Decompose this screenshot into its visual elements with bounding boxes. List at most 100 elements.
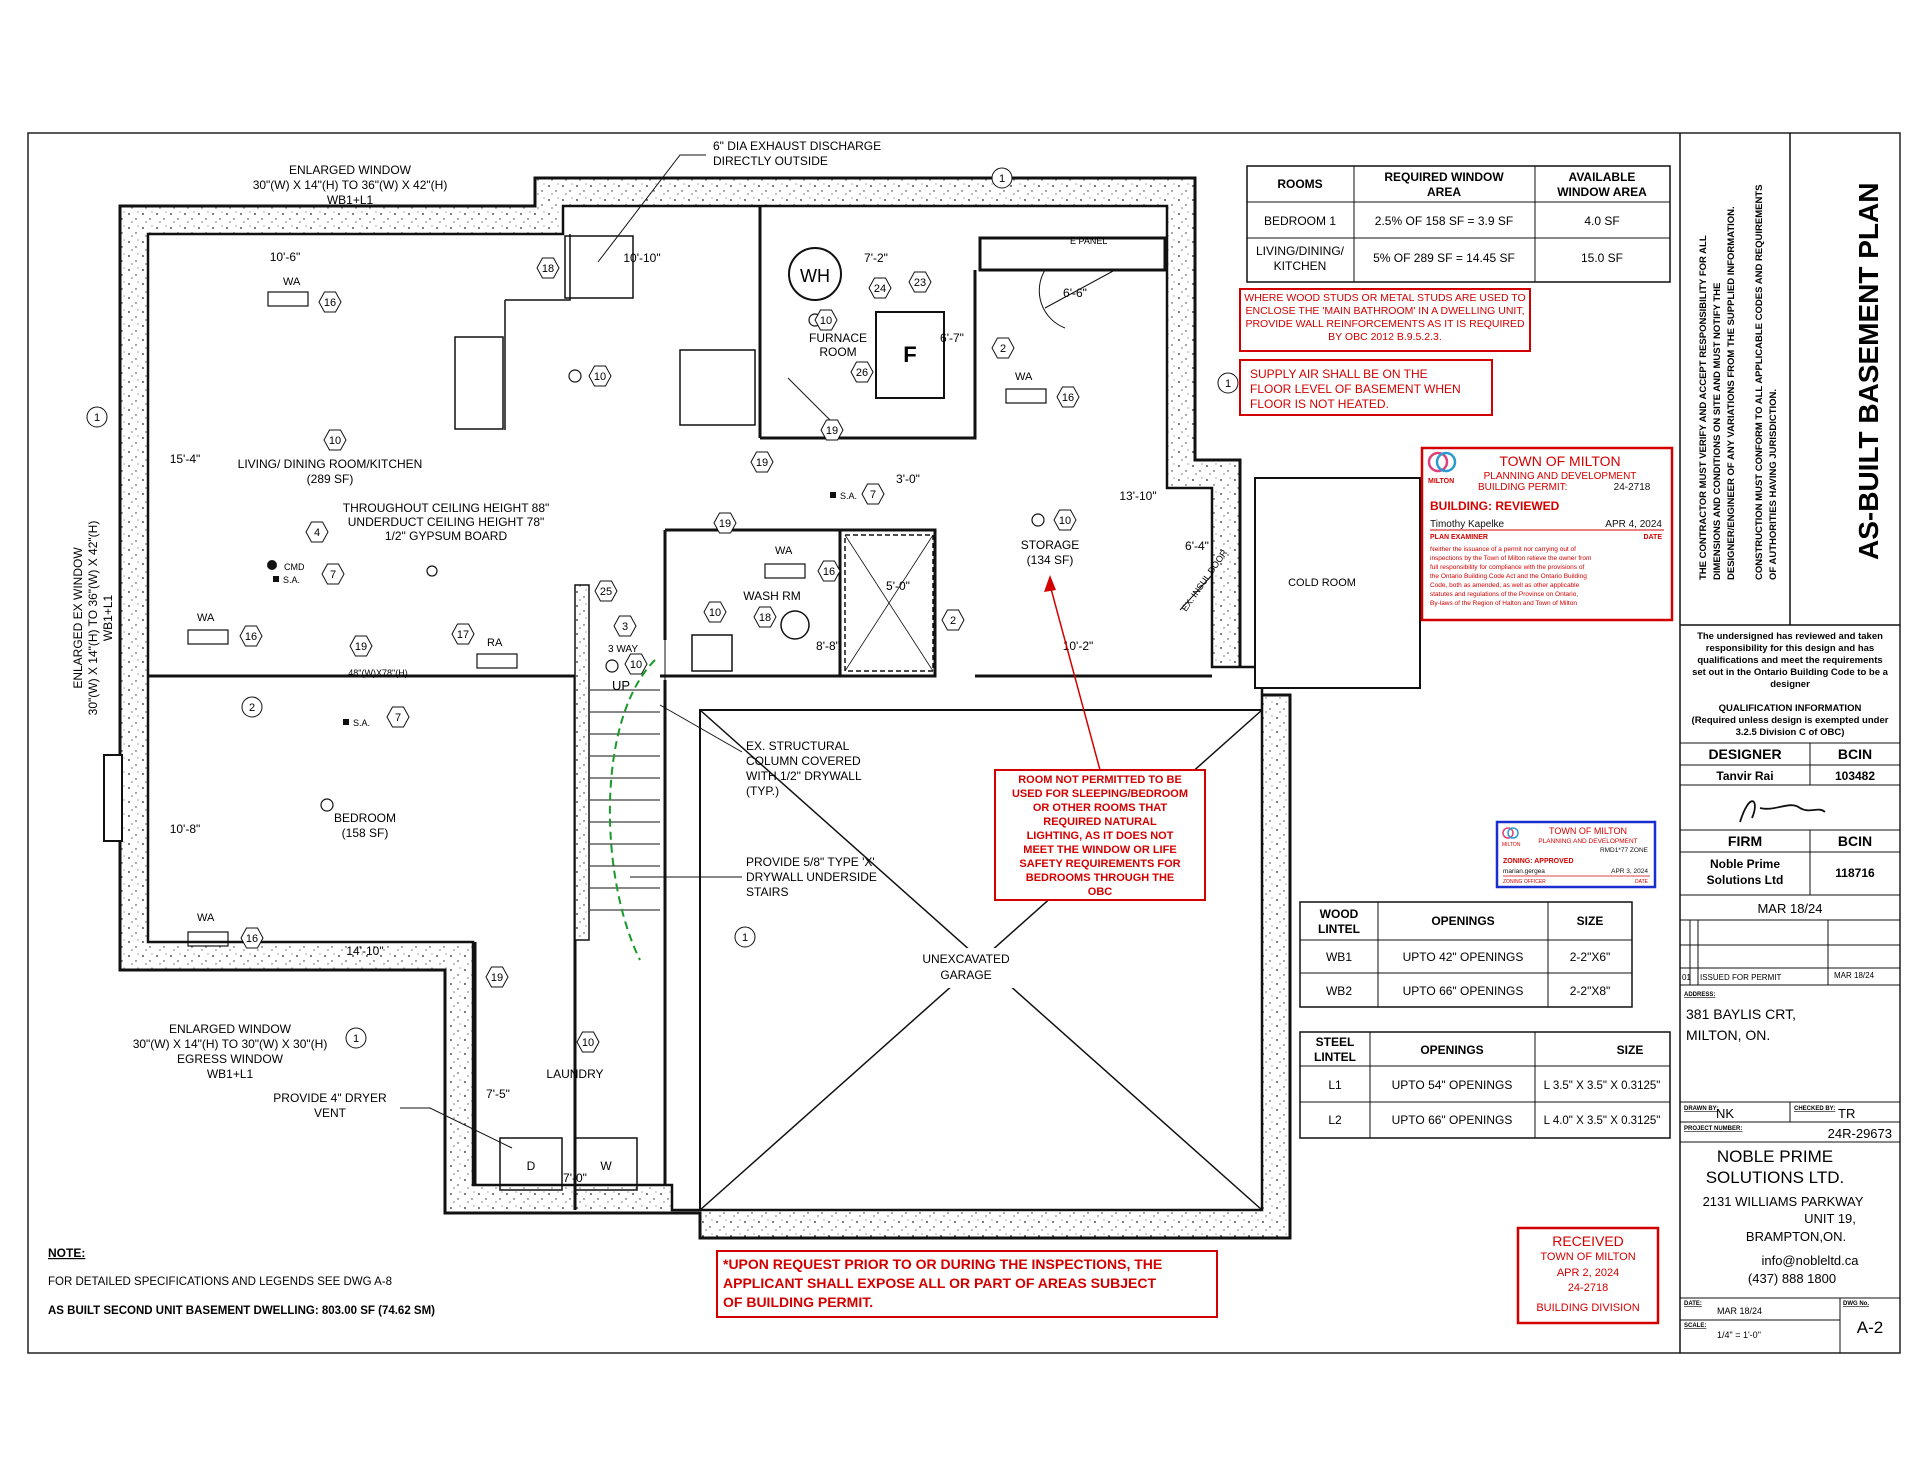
svg-text:MEET THE WINDOW OR LIFE: MEET THE WINDOW OR LIFE: [1023, 844, 1176, 856]
svg-text:8'-8": 8'-8": [816, 639, 840, 653]
svg-text:1: 1: [1225, 378, 1231, 390]
svg-text:THE CONTRACTOR MUST VERIFY AND: THE CONTRACTOR MUST VERIFY AND ACCEPT RE…: [1698, 235, 1709, 580]
svg-text:Timothy Kapelke: Timothy Kapelke: [1430, 519, 1505, 530]
three-way-label: 3 WAY: [608, 644, 638, 655]
svg-text:TOWN OF MILTON: TOWN OF MILTON: [1499, 453, 1620, 469]
svg-text:103482: 103482: [1835, 769, 1875, 783]
svg-text:ADDRESS:: ADDRESS:: [1684, 992, 1715, 998]
fridge: [679, 349, 756, 426]
svg-text:OF AUTHORITIES HAVING JURISDIC: OF AUTHORITIES HAVING JURISDICTION.: [1768, 389, 1779, 580]
svg-text:1: 1: [353, 1033, 359, 1045]
svg-text:19: 19: [826, 425, 838, 437]
garage-label-bg: [905, 948, 1025, 988]
water-heater-label: WH: [800, 266, 830, 286]
svg-text:4: 4: [314, 527, 320, 539]
column-leader: [659, 704, 743, 753]
svg-text:6'-6": 6'-6": [1063, 286, 1087, 300]
ceiling-note-1: THROUGHOUT CEILING HEIGHT 88": [343, 501, 550, 515]
designer-signature: [1739, 800, 1826, 823]
note-supply-air: SUPPLY AIR SHALL BE ON THE FLOOR LEVEL O…: [1239, 359, 1493, 416]
living-label-2: (289 SF): [307, 472, 354, 486]
storage-label-2: (134 SF): [1027, 553, 1074, 567]
stair-swing-arc: [608, 659, 656, 961]
svg-text:L 4.0" X 3.5" X 0.3125": L 4.0" X 3.5" X 0.3125": [1544, 1115, 1661, 1127]
dimensions: 10'-6" 10'-10" 7'-2" 6'-6" 6'-7" 15'-4" …: [170, 250, 1209, 1185]
stamp-building-permit: MILTON TOWN OF MILTON PLANNING AND DEVEL…: [1420, 446, 1674, 622]
svg-text:NK: NK: [1716, 1106, 1734, 1121]
bedroom-label-2: (158 SF): [342, 826, 389, 840]
svg-text:1: 1: [742, 932, 748, 944]
svg-text:marian.gergea: marian.gergea: [1503, 868, 1545, 875]
title-block: THE CONTRACTOR MUST VERIFY AND ACCEPT RE…: [1679, 133, 1900, 1353]
svg-text:STEEL: STEEL: [1316, 1035, 1355, 1049]
svg-text:24-2718: 24-2718: [1614, 482, 1651, 493]
svg-text:WA: WA: [775, 545, 793, 557]
window-area-table: ROOMS REQUIRED WINDOW AREA AVAILABLE WIN…: [1246, 165, 1671, 283]
svg-text:MILTON, ON.: MILTON, ON.: [1686, 1027, 1770, 1043]
svg-text:Tanvir Rai: Tanvir Rai: [1716, 769, 1773, 783]
svg-text:5% OF 289 SF = 14.45 SF: 5% OF 289 SF = 14.45 SF: [1373, 251, 1515, 265]
svg-text:BY OBC 2012 B.9.5.2.3.: BY OBC 2012 B.9.5.2.3.: [1328, 331, 1442, 343]
svg-text:24-2718: 24-2718: [1568, 1282, 1608, 1294]
svg-text:1: 1: [999, 173, 1005, 185]
svg-text:10'-8": 10'-8": [170, 822, 201, 836]
svg-text:WB1: WB1: [1326, 950, 1352, 964]
sa-symbols: S.A. S.A. S.A. CMD: [267, 491, 857, 728]
svg-text:MILTON: MILTON: [1502, 842, 1521, 848]
svg-text:LIGHTING, AS IT DOES NOT: LIGHTING, AS IT DOES NOT: [1027, 830, 1174, 842]
exhaust-note-2: DIRECTLY OUTSIDE: [713, 154, 828, 168]
svg-text:16: 16: [823, 566, 835, 578]
svg-text:4.0 SF: 4.0 SF: [1584, 214, 1619, 228]
svg-text:WB2: WB2: [1326, 984, 1352, 998]
svg-text:BEDROOM 1: BEDROOM 1: [1264, 214, 1336, 228]
svg-text:10: 10: [630, 659, 642, 671]
svg-text:ISSUED FOR PERMIT: ISSUED FOR PERMIT: [1700, 973, 1781, 982]
svg-text:AREA: AREA: [1427, 185, 1461, 199]
svg-text:10'-6": 10'-6": [270, 250, 301, 264]
svg-text:16: 16: [245, 631, 257, 643]
svg-text:2: 2: [1000, 343, 1006, 355]
svg-text:26: 26: [856, 367, 868, 379]
dryer: [499, 1137, 563, 1191]
svg-text:WINDOW AREA: WINDOW AREA: [1557, 185, 1647, 199]
column-note-2: COLUMN COVERED: [746, 754, 861, 768]
svg-text:DWG No.: DWG No.: [1843, 1301, 1869, 1307]
svg-text:BUILDING PERMIT:: BUILDING PERMIT:: [1478, 482, 1567, 493]
ceiling-note-3: 1/2" GYPSUM BOARD: [385, 529, 508, 543]
stair-stringer: [574, 584, 590, 941]
svg-text:(Required unless design is exe: (Required unless design is exempted unde…: [1692, 715, 1889, 726]
svg-text:USED FOR SLEEPING/BEDROOM: USED FOR SLEEPING/BEDROOM: [1012, 788, 1188, 800]
stamp-zoning: MILTON TOWN OF MILTON PLANNING AND DEVEL…: [1495, 820, 1657, 889]
svg-text:16: 16: [324, 297, 336, 309]
svg-text:APR 2, 2024: APR 2, 2024: [1557, 1267, 1619, 1279]
svg-text:6'-4": 6'-4": [1185, 539, 1209, 553]
general-notes: NOTE: FOR DETAILED SPECIFICATIONS AND LE…: [48, 1246, 435, 1317]
svg-text:The undersigned has reviewed a: The undersigned has reviewed and taken: [1697, 631, 1883, 642]
svg-text:S.A.: S.A.: [353, 718, 370, 728]
svg-text:19: 19: [756, 457, 768, 469]
drywall-note-1: PROVIDE 5/8" TYPE 'X': [746, 855, 875, 869]
svg-text:FIRM: FIRM: [1728, 833, 1762, 849]
bottom-window-1: ENLARGED WINDOW: [169, 1022, 292, 1036]
svg-text:7'-0": 7'-0": [563, 1171, 587, 1185]
foundation-wall-inner: [146, 204, 1264, 1212]
svg-text:2131 WILLIAMS PARKWAY: 2131 WILLIAMS PARKWAY: [1703, 1194, 1864, 1209]
svg-text:DESIGNER: DESIGNER: [1708, 746, 1781, 762]
svg-text:FOR DETAILED SPECIFICATIONS AN: FOR DETAILED SPECIFICATIONS AND LEGENDS …: [48, 1276, 392, 1288]
svg-text:ZONING OFFICER: ZONING OFFICER: [1503, 879, 1546, 885]
svg-text:BEDROOMS THROUGH THE: BEDROOMS THROUGH THE: [1026, 872, 1175, 884]
svg-text:SIZE: SIZE: [1617, 1043, 1644, 1057]
e-panel-label: E PANEL: [1070, 236, 1107, 246]
garage-label-2: GARAGE: [940, 968, 991, 982]
svg-text:PLANNING AND DEVELOPMENT: PLANNING AND DEVELOPMENT: [1538, 838, 1637, 845]
svg-text:WHERE WOOD STUDS OR METAL STUD: WHERE WOOD STUDS OR METAL STUDS ARE USED…: [1244, 292, 1525, 304]
svg-text:WA: WA: [197, 912, 215, 924]
garage-outline: [699, 709, 1263, 1211]
svg-text:7'-2": 7'-2": [864, 251, 888, 265]
svg-text:set out in the Ontario Buildin: set out in the Ontario Building Code to …: [1692, 667, 1889, 678]
svg-text:3'-0": 3'-0": [896, 472, 920, 486]
drywall-note-3: STAIRS: [746, 885, 788, 899]
storage-arrowhead: [1044, 575, 1056, 592]
svg-text:LINTEL: LINTEL: [1314, 1050, 1356, 1064]
